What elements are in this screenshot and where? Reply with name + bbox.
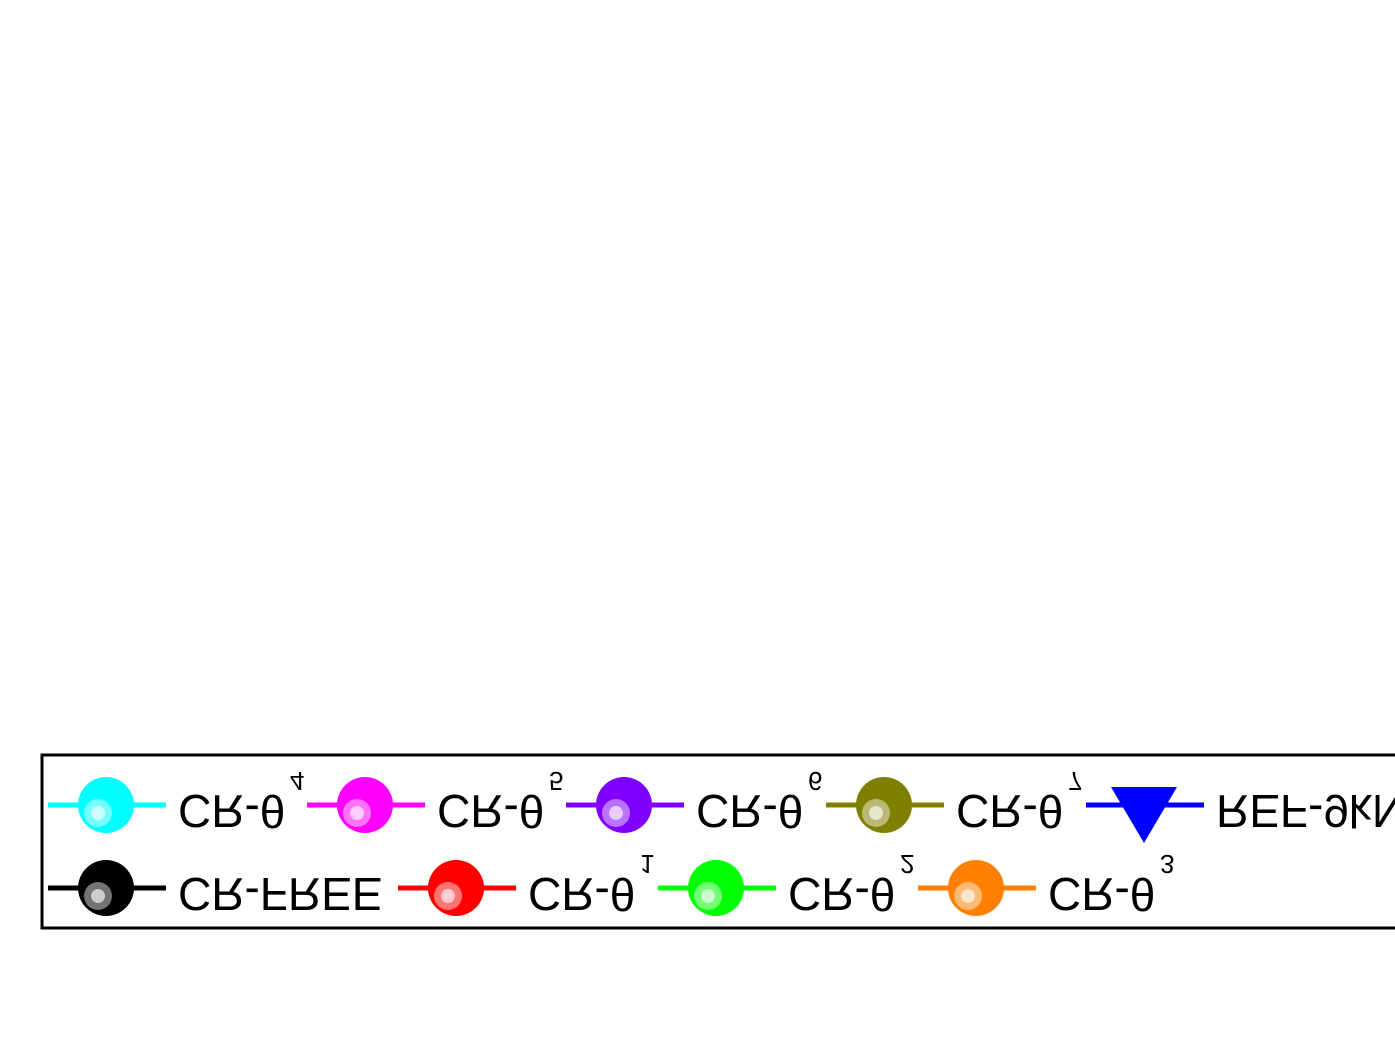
legend-label-subscript: 7 bbox=[1068, 766, 1082, 796]
legend-label-subscript: 6 bbox=[808, 766, 822, 796]
legend-item: CR-θ1 bbox=[398, 849, 654, 920]
legend-marker-highlight-inner bbox=[869, 806, 883, 820]
legend-item: CR-θ2 bbox=[658, 849, 914, 920]
legend-item: CR-θ6 bbox=[566, 766, 822, 837]
legend-label-text: CR-θ bbox=[1048, 868, 1155, 920]
legend-label-text: CR-θ bbox=[437, 785, 544, 837]
legend-label-text: CR-FREE bbox=[178, 868, 382, 920]
legend-marker-highlight-inner bbox=[609, 806, 623, 820]
legend-label: CR-θ bbox=[956, 785, 1063, 837]
legend-label-text: CR-θ bbox=[178, 785, 285, 837]
legend-label-subscript: 3 bbox=[1160, 849, 1174, 879]
legend-label-subscript-text: 6 bbox=[808, 766, 822, 796]
legend-label: CR-θ bbox=[178, 785, 285, 837]
legend-marker-triangle bbox=[1111, 787, 1177, 843]
legend-label: CR-θ bbox=[437, 785, 544, 837]
legend-marker-highlight-inner bbox=[441, 889, 455, 903]
legend-item: REF-9kN bbox=[1086, 785, 1395, 843]
legend-item: CR-θ4 bbox=[48, 766, 304, 837]
legend-marker-highlight-inner bbox=[701, 889, 715, 903]
legend-label-subscript-text: 1 bbox=[640, 849, 654, 879]
legend-label-subscript-text: 7 bbox=[1068, 766, 1082, 796]
legend-label: CR-θ bbox=[788, 868, 895, 920]
legend-label-subscript: 5 bbox=[549, 766, 563, 796]
legend-label-text: CR-θ bbox=[696, 785, 803, 837]
legend-label: REF-9kN bbox=[1216, 785, 1395, 837]
legend-label-subscript-text: 4 bbox=[290, 766, 304, 796]
legend-label-subscript-text: 2 bbox=[900, 849, 914, 879]
legend-label-subscript-text: 3 bbox=[1160, 849, 1174, 879]
legend-label: CR-FREE bbox=[178, 868, 382, 920]
legend-label-subscript: 2 bbox=[900, 849, 914, 879]
legend-marker-highlight-inner bbox=[350, 806, 364, 820]
legend-item: CR-θ3 bbox=[918, 849, 1174, 920]
legend-item: CR-FREE bbox=[48, 860, 382, 920]
legend-label-subscript-text: 5 bbox=[549, 766, 563, 796]
legend-label: CR-θ bbox=[696, 785, 803, 837]
legend-marker-highlight-inner bbox=[91, 889, 105, 903]
legend-label-text: CR-θ bbox=[788, 868, 895, 920]
legend-label-text: REF-9kN bbox=[1216, 785, 1395, 837]
legend-label-text: CR-θ bbox=[956, 785, 1063, 837]
legend-label: CR-θ bbox=[528, 868, 635, 920]
legend-label: CR-θ bbox=[1048, 868, 1155, 920]
legend-label-text: CR-θ bbox=[528, 868, 635, 920]
legend-label-subscript: 1 bbox=[640, 849, 654, 879]
legend-marker-highlight-inner bbox=[91, 806, 105, 820]
legend-item: CR-θ5 bbox=[307, 766, 563, 837]
legend-marker-highlight-inner bbox=[961, 889, 975, 903]
legend-item: CR-θ7 bbox=[826, 766, 1082, 837]
legend-label-subscript: 4 bbox=[290, 766, 304, 796]
